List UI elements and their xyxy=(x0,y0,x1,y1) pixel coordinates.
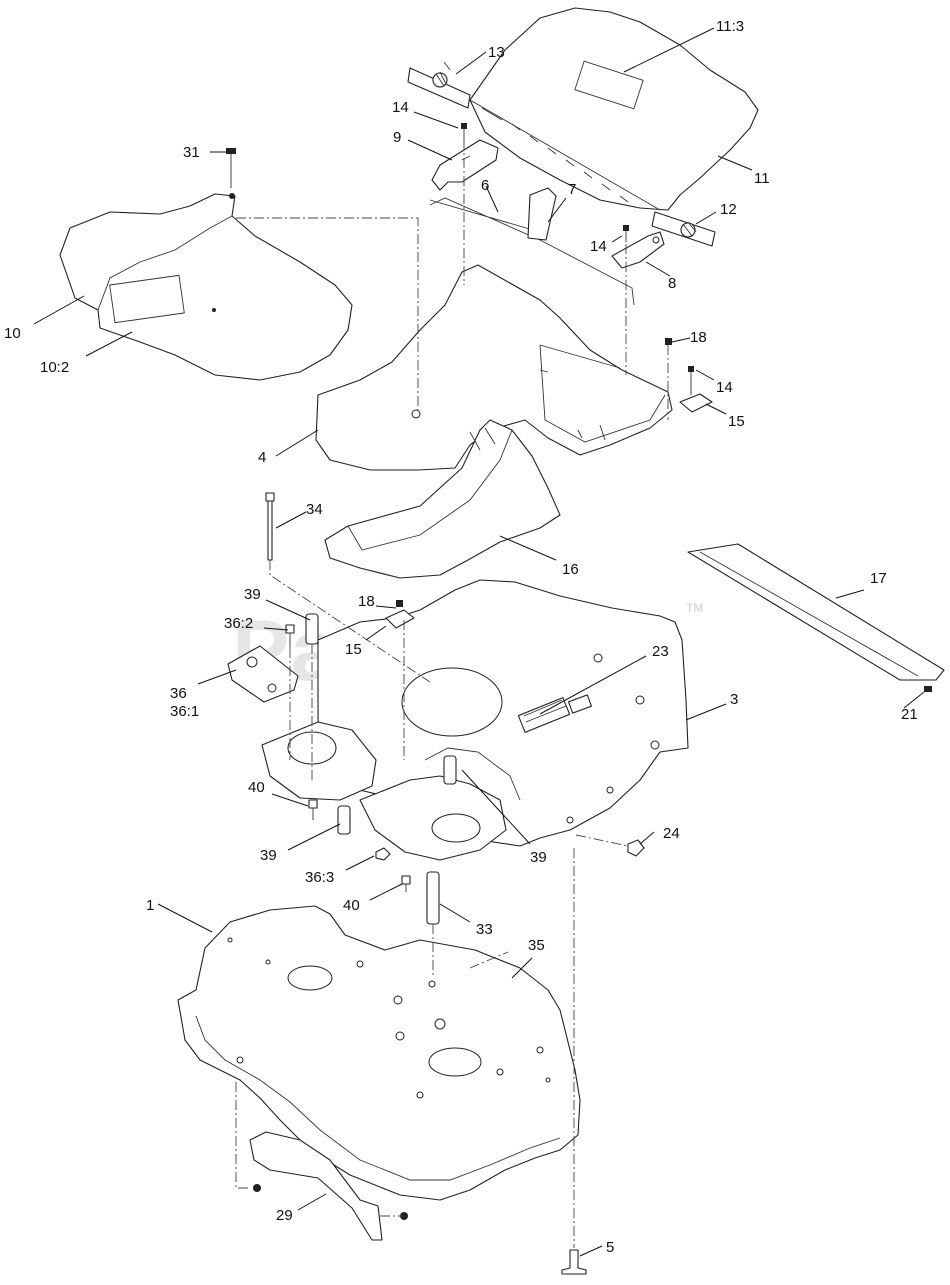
callout-24: 24 xyxy=(663,825,680,842)
callout-17: 17 xyxy=(870,570,887,587)
callout-15-top: 15 xyxy=(728,413,745,430)
part-13-spring xyxy=(407,61,471,109)
callout-4: 4 xyxy=(258,449,266,466)
callout-9: 9 xyxy=(393,129,401,146)
callout-36-3: 36:3 xyxy=(305,869,334,886)
callout-1: 1 xyxy=(146,897,154,914)
callout-35: 35 xyxy=(528,937,545,954)
leader-lines xyxy=(33,27,925,1257)
callout-40-center: 40 xyxy=(343,897,360,914)
callout-40-left: 40 xyxy=(248,779,265,796)
callout-34: 34 xyxy=(306,501,323,518)
callout-14-mid: 14 xyxy=(590,238,607,255)
callout-16: 16 xyxy=(562,561,579,578)
callout-11: 11 xyxy=(754,170,770,187)
screw-31 xyxy=(226,148,236,188)
part-36-3-nut xyxy=(375,847,391,861)
screw-14-top xyxy=(461,123,467,140)
part-15-clip-top xyxy=(679,393,713,413)
assembly-lines xyxy=(235,140,669,1248)
part-11-lid xyxy=(469,7,759,211)
part-39-spacer-mid xyxy=(443,755,457,785)
part-1-deck xyxy=(177,905,581,1201)
callout-3: 3 xyxy=(730,691,738,708)
part-12-spring xyxy=(651,211,716,247)
callout-10: 10 xyxy=(4,325,21,342)
callout-10-2: 10:2 xyxy=(40,359,69,376)
callout-5: 5 xyxy=(606,1239,614,1256)
part-29-baffle xyxy=(249,1131,408,1241)
callout-12: 12 xyxy=(720,201,737,218)
screw-14-right xyxy=(688,366,694,395)
screw-14-mid xyxy=(623,225,629,242)
callout-8: 8 xyxy=(668,275,676,292)
part-33-spacer xyxy=(426,871,440,925)
part-17-rail xyxy=(687,543,945,681)
callout-39-upper: 39 xyxy=(244,586,261,603)
part-6-rod xyxy=(429,197,635,306)
part-9-bracket xyxy=(431,139,499,191)
callout-7: 7 xyxy=(568,181,576,198)
part-10-cushion xyxy=(59,193,353,381)
part-40-bolt-center xyxy=(401,875,411,892)
callout-14-right: 14 xyxy=(716,379,733,396)
callout-23: 23 xyxy=(652,643,669,660)
part-4-housing xyxy=(315,264,673,471)
callout-29: 29 xyxy=(276,1207,293,1224)
part-39-spacer-left xyxy=(337,805,351,835)
part-15-clip-lower xyxy=(385,609,415,629)
callout-15-lower: 15 xyxy=(345,641,362,658)
screw-18-top xyxy=(665,338,672,345)
callout-11-3: 11:3 xyxy=(716,18,744,35)
callout-14-top: 14 xyxy=(392,99,409,116)
callout-13: 13 xyxy=(488,44,505,61)
callout-36-2: 36:2 xyxy=(224,615,253,632)
callout-36-1: 36:1 xyxy=(170,703,199,720)
part-5-pin xyxy=(561,1249,587,1275)
part-8-bracket xyxy=(611,231,665,269)
watermark-trademark: TM xyxy=(686,601,703,615)
callout-18-top: 18 xyxy=(690,329,707,346)
lower-plate xyxy=(261,721,507,861)
screw-21 xyxy=(924,686,932,692)
part-34-bolt xyxy=(265,492,275,561)
callout-18-lower: 18 xyxy=(358,593,375,610)
callouts: 31 10 10:2 13 14 9 6 7 11:3 11 12 14 8 1… xyxy=(4,18,918,1256)
callout-6: 6 xyxy=(481,177,489,194)
part-16-chute xyxy=(324,419,561,579)
callout-39-left: 39 xyxy=(260,847,277,864)
part-36-2-bolt xyxy=(285,624,295,648)
part-7-latch xyxy=(527,187,557,241)
part-40-bolt-left xyxy=(308,799,318,820)
callout-21: 21 xyxy=(901,706,918,723)
callout-33: 33 xyxy=(476,921,493,938)
callout-31: 31 xyxy=(183,144,200,161)
part-36-bracket xyxy=(227,645,299,703)
screw-18-lower xyxy=(396,600,403,607)
callout-36: 36 xyxy=(170,685,187,702)
callout-39-right: 39 xyxy=(530,849,547,866)
